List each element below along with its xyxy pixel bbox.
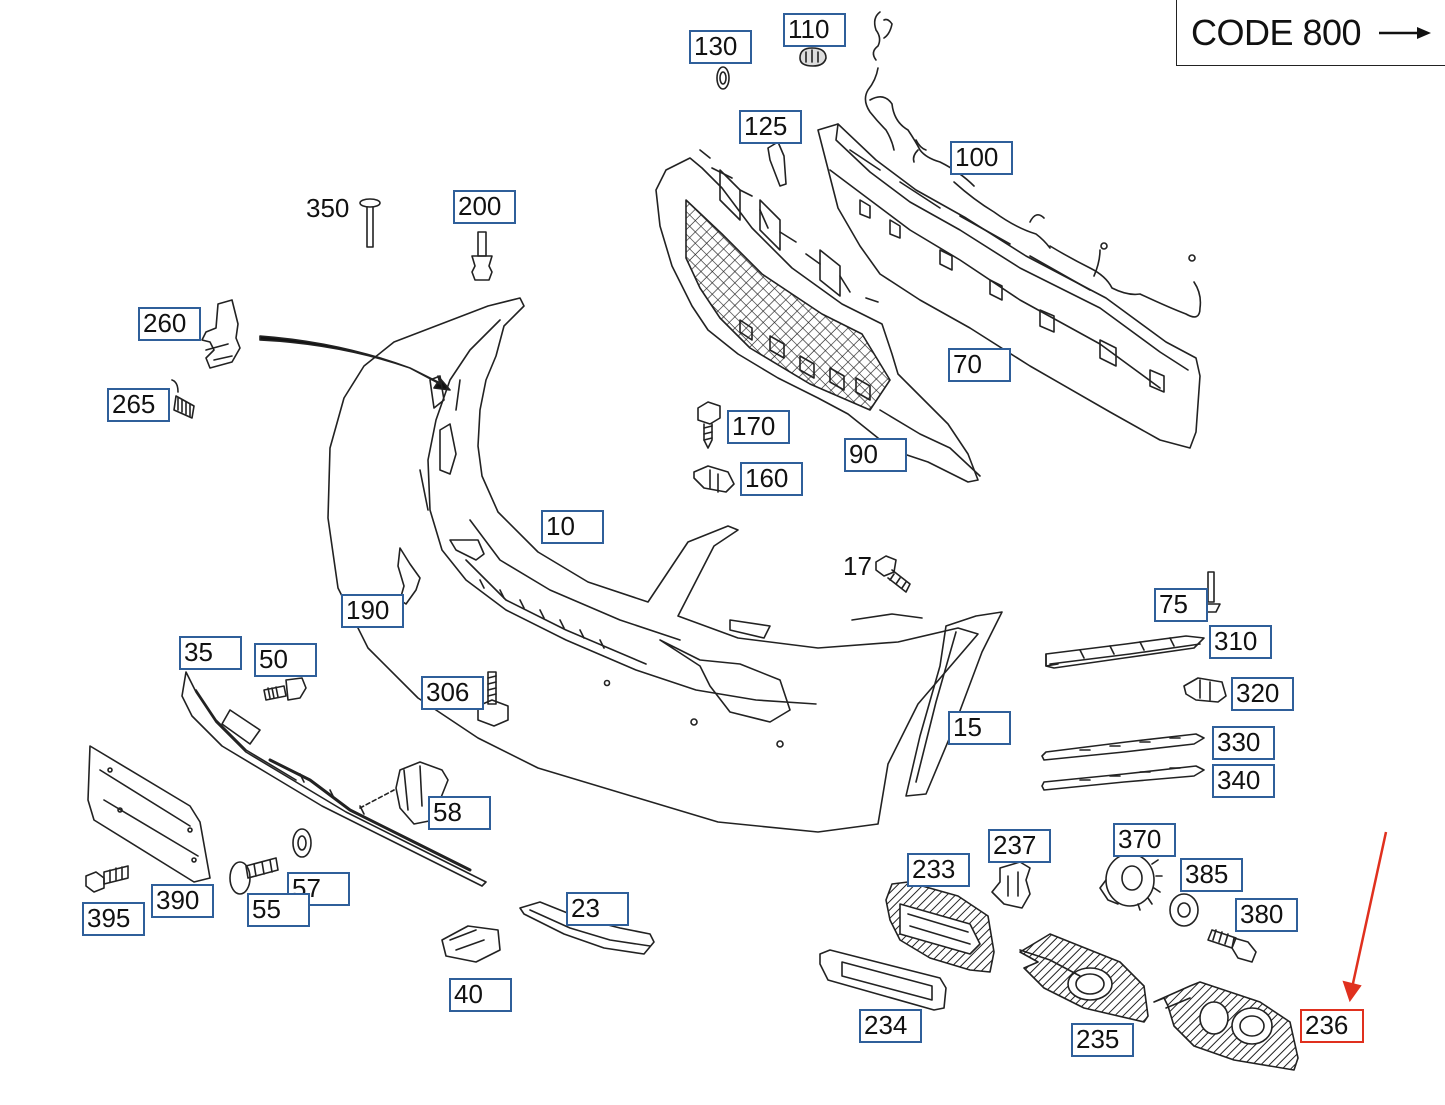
part-385-washer	[1169, 893, 1199, 927]
part-label-340[interactable]: 340	[1212, 764, 1275, 798]
part-label-170[interactable]: 170	[727, 410, 790, 444]
part-label-390[interactable]: 390	[151, 884, 214, 918]
part-label-233[interactable]: 233	[907, 853, 970, 887]
part-40-clip	[441, 925, 501, 963]
part-label-110[interactable]: 110	[783, 13, 846, 47]
part-57-washer	[292, 828, 312, 858]
part-label-50[interactable]: 50	[254, 643, 317, 677]
part-125-cover	[767, 141, 787, 187]
right-arrow-icon	[1379, 27, 1431, 39]
part-237-bracket	[991, 861, 1031, 909]
part-35-spoiler	[181, 671, 487, 887]
part-label-15[interactable]: 15	[948, 711, 1011, 745]
code-box: CODE 800	[1176, 0, 1445, 66]
part-130-ring	[716, 66, 730, 90]
part-265-spring	[171, 379, 195, 419]
part-label-35[interactable]: 35	[179, 636, 242, 670]
part-label-125[interactable]: 125	[739, 110, 802, 144]
part-label-395[interactable]: 395	[82, 902, 145, 936]
part-label-265[interactable]: 265	[107, 388, 170, 422]
part-190-bracket	[397, 547, 421, 605]
part-label-75[interactable]: 75	[1154, 588, 1208, 622]
part-55-bolt	[229, 857, 279, 895]
part-310-bracket-bar	[1045, 635, 1205, 669]
part-label-350[interactable]: 350	[306, 193, 350, 223]
code-label: CODE 800	[1191, 12, 1362, 53]
part-200-rivet	[471, 231, 493, 281]
part-330-strip	[1041, 733, 1205, 761]
highlight-arrow	[1342, 831, 1388, 1003]
part-170-bolt	[697, 401, 721, 449]
part-label-200[interactable]: 200	[453, 190, 516, 224]
part-label-17[interactable]: 17	[843, 551, 872, 581]
part-380-screw	[1207, 929, 1257, 963]
part-label-385[interactable]: 385	[1180, 858, 1243, 892]
part-306-bolt	[477, 671, 509, 727]
part-label-55[interactable]: 55	[247, 893, 310, 927]
part-235-fog-cover	[1019, 933, 1149, 1023]
part-label-370[interactable]: 370	[1113, 823, 1176, 857]
part-label-58[interactable]: 58	[428, 796, 491, 830]
part-label-90[interactable]: 90	[844, 438, 907, 472]
part-label-130[interactable]: 130	[689, 30, 752, 64]
part-label-190[interactable]: 190	[341, 594, 404, 628]
part-90-grille	[655, 149, 981, 483]
part-label-70[interactable]: 70	[948, 348, 1011, 382]
part-label-380[interactable]: 380	[1235, 898, 1298, 932]
part-label-235[interactable]: 235	[1071, 1023, 1134, 1057]
part-100-wiring-harness	[864, 11, 1202, 318]
part-label-310[interactable]: 310	[1209, 625, 1272, 659]
part-label-260[interactable]: 260	[138, 307, 201, 341]
part-395-bolt	[85, 865, 129, 893]
part-234-grille-insert	[819, 949, 947, 1011]
part-17-bolt	[875, 555, 911, 593]
part-label-320[interactable]: 320	[1231, 677, 1294, 711]
part-label-306[interactable]: 306	[421, 676, 484, 710]
part-160-clip-nut	[693, 465, 735, 493]
part-236-fog-cover	[1153, 981, 1299, 1071]
part-390-license-bracket	[87, 745, 211, 883]
part-350-screw	[359, 198, 381, 248]
part-50-bolt	[263, 677, 307, 701]
part-label-237[interactable]: 237	[988, 829, 1051, 863]
part-label-100[interactable]: 100	[950, 141, 1013, 175]
part-370-fog-lamp	[1099, 847, 1163, 911]
part-10-bumper-cover	[327, 297, 979, 833]
part-label-236-highlighted[interactable]: 236	[1300, 1009, 1364, 1043]
part-label-40[interactable]: 40	[449, 978, 512, 1012]
part-320-clip	[1183, 677, 1227, 703]
part-label-10[interactable]: 10	[541, 510, 604, 544]
part-110-clip	[799, 47, 827, 67]
part-15-trim-strip	[905, 611, 1003, 797]
part-label-160[interactable]: 160	[740, 462, 803, 496]
part-label-330[interactable]: 330	[1212, 726, 1275, 760]
part-233-cover	[885, 881, 995, 973]
part-label-23[interactable]: 23	[566, 892, 629, 926]
part-340-strip	[1041, 765, 1205, 791]
part-260-bracket	[201, 299, 241, 369]
part-label-234[interactable]: 234	[859, 1009, 922, 1043]
part-70-reinforcement	[817, 123, 1201, 449]
